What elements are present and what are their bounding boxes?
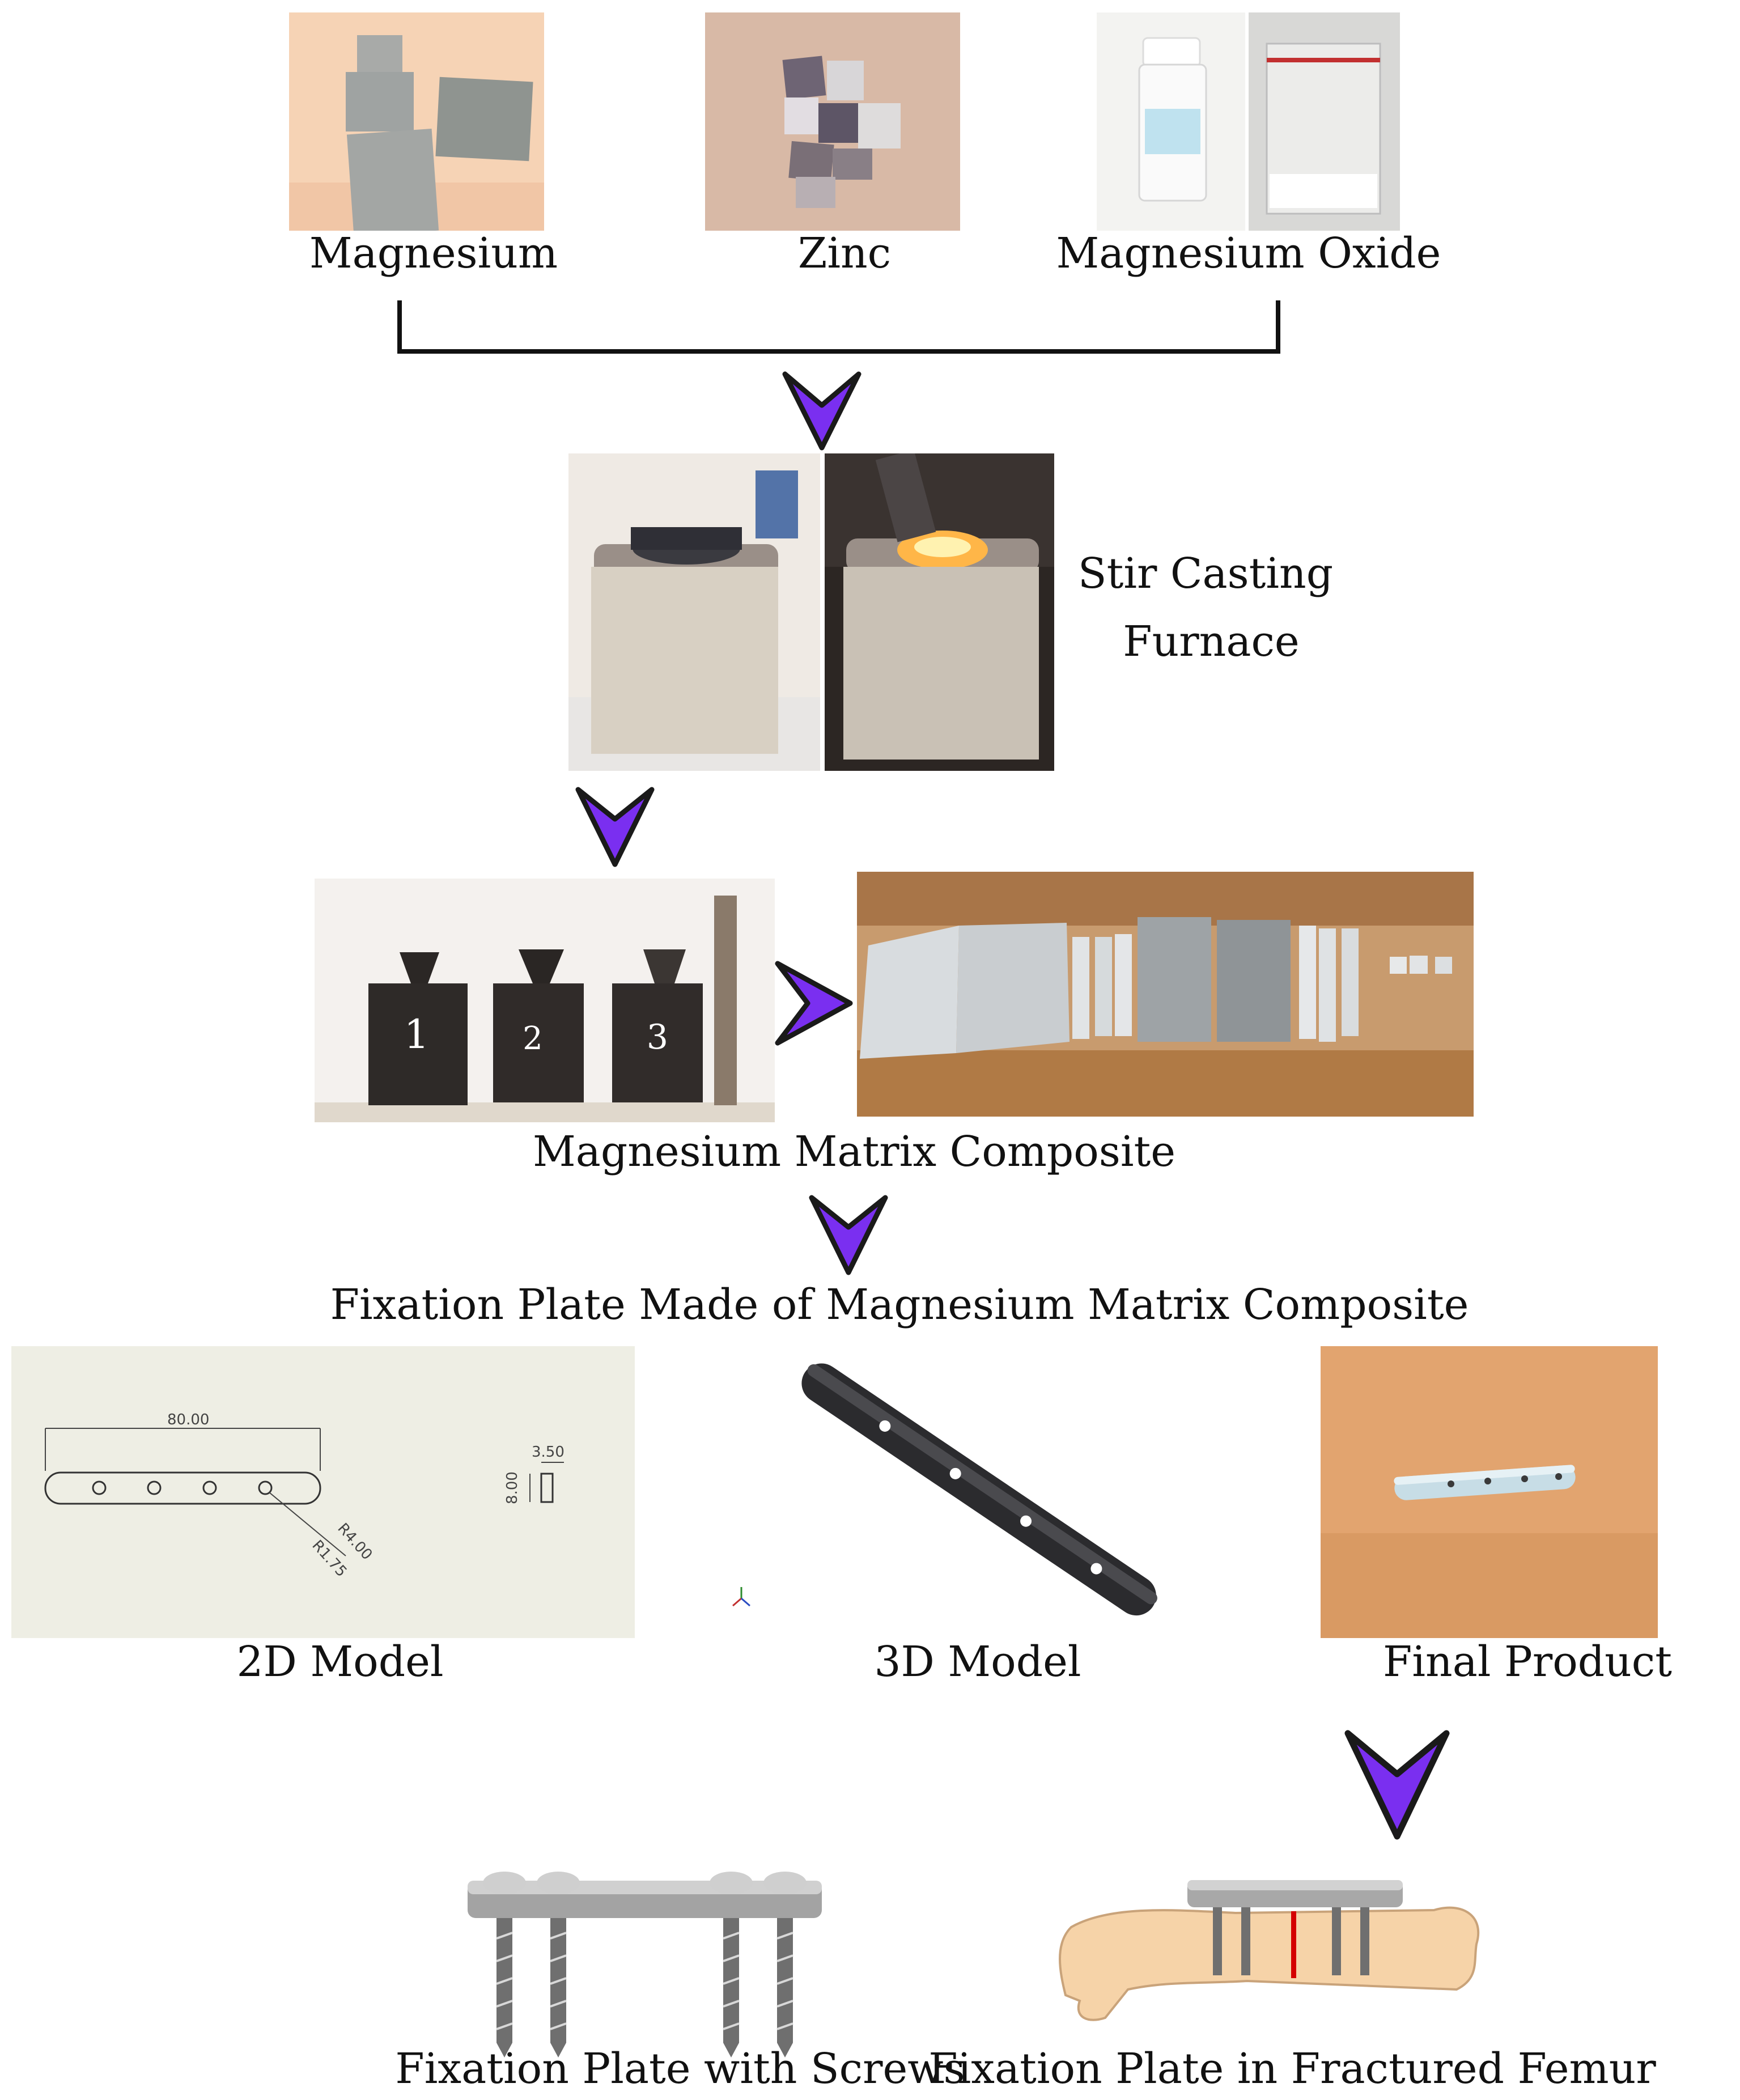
sample-number-3: 3 [646, 1017, 669, 1057]
magnesium-oxide-photo [1097, 12, 1400, 231]
right-arrow-icon [775, 961, 853, 1046]
magnesium-oxide-label: Magnesium Oxide [1056, 229, 1441, 278]
model-3d [724, 1346, 1229, 1638]
furnace-photo [568, 453, 1054, 771]
final-product-label: Final Product [1383, 1637, 1672, 1686]
magnesium-photo [289, 12, 544, 231]
drawing-2d: 80.00 3.50 8.00 R4.00 R1.75 [11, 1346, 635, 1638]
sample-number-1: 1 [404, 1011, 430, 1058]
down-arrow-icon [809, 1195, 888, 1275]
magnesium-label: Magnesium [309, 229, 558, 278]
zinc-label: Zinc [797, 229, 892, 278]
fixation-title: Fixation Plate Made of Magnesium Matrix … [330, 1280, 1469, 1329]
zinc-photo [705, 12, 960, 231]
down-arrow-icon [575, 787, 655, 867]
composite-label: Magnesium Matrix Composite [532, 1127, 1176, 1176]
dimension-length: 80.00 [167, 1411, 210, 1428]
final-product-photo [1321, 1346, 1658, 1638]
dimension-thickness: 3.50 [532, 1444, 565, 1461]
machined-pieces-photo [857, 872, 1474, 1117]
furnace-label-line2: Furnace [1123, 617, 1300, 666]
down-arrow-icon [1344, 1730, 1450, 1840]
model-2d-label: 2D Model [236, 1637, 444, 1686]
dimension-width: 8.00 [503, 1471, 521, 1504]
furnace-label-line1: Stir Casting [1077, 549, 1334, 598]
plate-in-femur-label: Fixation Plate in Fractured Femur [928, 2044, 1656, 2093]
plate-with-screws-label: Fixation Plate with Screws [395, 2044, 965, 2093]
cast-samples-photo: 1 2 3 [315, 879, 775, 1122]
down-arrow-icon [782, 371, 861, 451]
sample-number-2: 2 [523, 1020, 543, 1057]
model-3d-label: 3D Model [874, 1637, 1081, 1686]
